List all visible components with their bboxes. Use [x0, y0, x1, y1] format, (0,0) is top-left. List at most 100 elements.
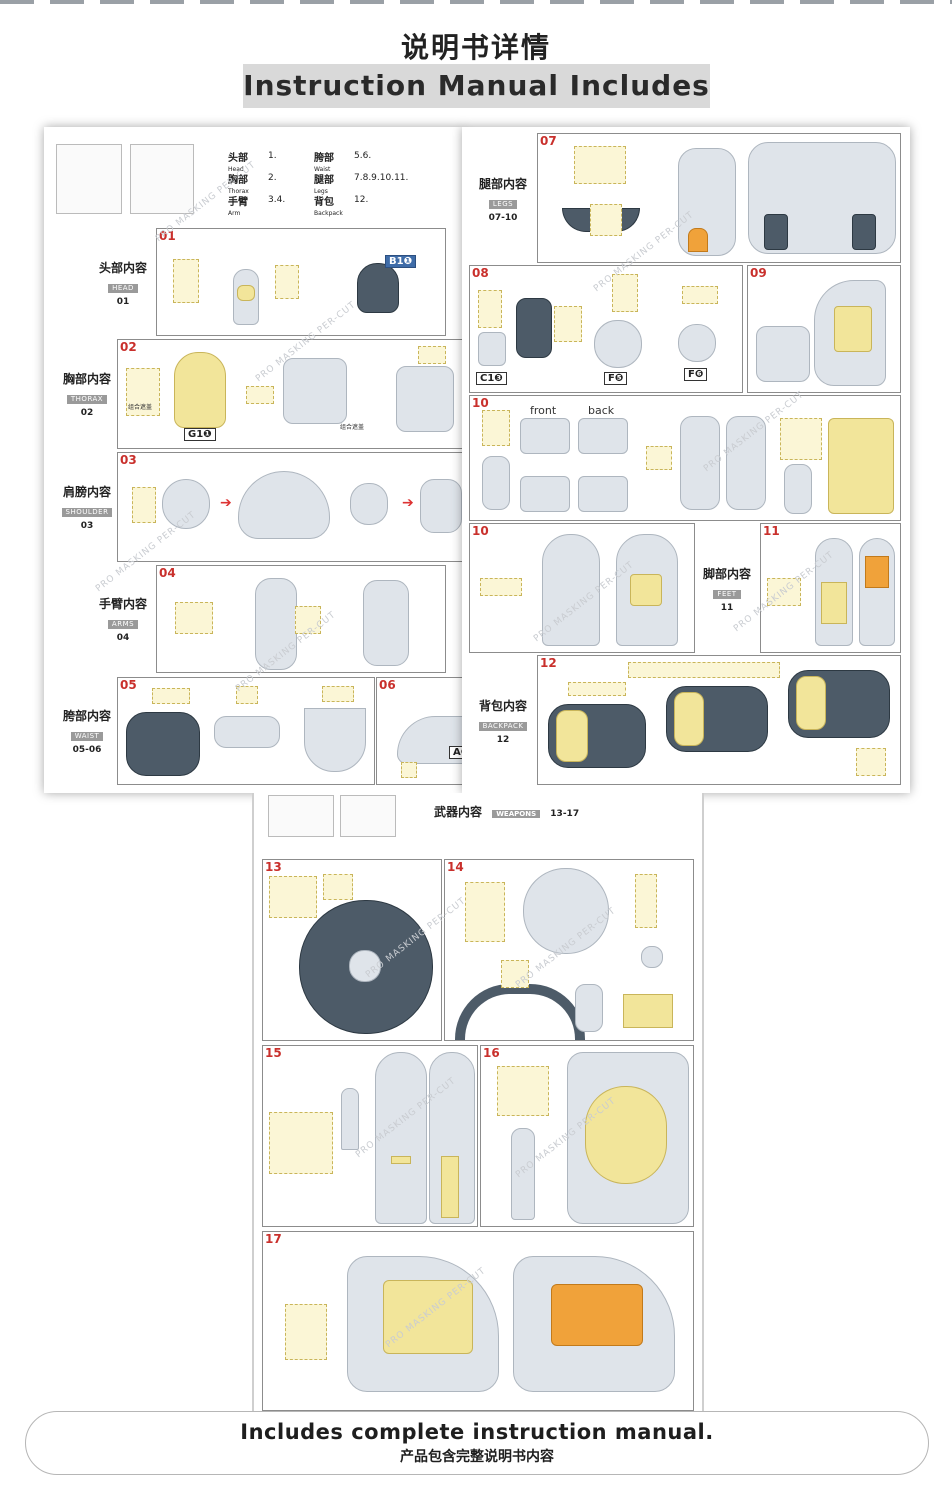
part-chip-f5: F❺	[604, 372, 628, 385]
mask-sheet	[478, 290, 502, 328]
weapon-orange-mask	[551, 1284, 643, 1346]
weapon-part	[523, 868, 609, 954]
leg-part	[756, 326, 810, 382]
leg-part	[578, 476, 628, 512]
step-arrow-icon: ➔	[402, 495, 414, 511]
arm-part	[363, 580, 409, 666]
part-chip-a: A❻	[449, 746, 464, 759]
mask-sheet	[236, 686, 258, 704]
page-title-en: Instruction Manual Includes	[243, 64, 710, 108]
index-arm-en: Arm	[228, 210, 241, 217]
leg-mask	[630, 574, 662, 606]
leg-dark-part	[764, 214, 788, 250]
index-waist-pages: 5.6.	[354, 151, 372, 161]
mask-sheet	[480, 578, 522, 596]
page-title-cn: 说明书详情	[400, 31, 551, 64]
panel-05: 05	[117, 677, 375, 785]
leg-part	[726, 416, 766, 510]
leg-orange-mask	[688, 228, 708, 252]
panel-15: 15	[262, 1045, 478, 1227]
footer-text-en: Includes complete instruction manual.	[240, 1420, 714, 1444]
mask-sheet	[590, 204, 622, 236]
index-arm-cn: 手臂	[228, 197, 248, 208]
backpack-mask	[556, 710, 588, 762]
top-dashed-divider	[0, 0, 952, 4]
panel-03: 03 ➔ ➔	[117, 452, 464, 562]
leg-part	[594, 320, 642, 368]
mask-sheet	[323, 874, 353, 900]
leg-part	[680, 416, 720, 510]
leg-part	[520, 476, 570, 512]
mask-sheet	[246, 386, 274, 404]
mask-sheet	[175, 602, 213, 634]
weapon-part	[641, 946, 663, 968]
mask-sheet	[401, 762, 417, 778]
weapon-wheel-hub	[349, 950, 381, 982]
backpack-mask	[796, 676, 826, 730]
panel-02: 02 组合遮盖 G1❶ 组合遮盖	[117, 339, 464, 449]
mask-sheet	[285, 1304, 327, 1360]
index-head-pages: 1.	[268, 151, 277, 161]
weapons-cn: 武器内容	[434, 805, 483, 819]
mask-sheet	[568, 682, 626, 696]
mask-sheet	[767, 578, 801, 606]
shoulder-part	[238, 471, 330, 539]
panel-10-front-back: 10 front back	[469, 395, 901, 521]
panel-08: 08 C1❸ F❺ F❻	[469, 265, 743, 393]
manual-sheet-weapons: 武器内容 WEAPONS 13-17 13 14 15 16	[252, 793, 704, 1411]
weapon-part	[575, 984, 603, 1032]
index-legs-cn: 腿部	[314, 175, 334, 186]
panel-09: 09	[747, 265, 901, 393]
leg-part	[542, 534, 600, 646]
weapon-mask	[623, 994, 673, 1028]
leg-mask	[828, 418, 894, 514]
index-head-en: Head	[228, 166, 244, 173]
thorax-part	[396, 366, 454, 432]
shoulder-part	[350, 483, 388, 525]
panel-13: 13	[262, 859, 442, 1041]
index-thumb-2	[130, 144, 194, 214]
part-chip-g1: G1❶	[184, 428, 216, 441]
foot-part	[859, 538, 895, 646]
index-backpack-en: Backpack	[314, 210, 343, 217]
thorax-part	[283, 358, 347, 424]
mask-sheet	[269, 876, 317, 918]
index-backpack-cn: 背包	[314, 197, 334, 208]
mask-sheet	[497, 1066, 549, 1116]
part-chip-c1: C1❸	[476, 372, 507, 385]
panel-17: 17	[262, 1231, 694, 1411]
leg-part	[578, 418, 628, 454]
mask-sheet	[465, 882, 505, 942]
index-thumb-1	[56, 144, 122, 214]
mask-sheet	[482, 410, 510, 446]
mask-sheet	[322, 686, 354, 702]
mask-sheet	[554, 306, 582, 342]
front-label: front	[530, 404, 557, 417]
footer-banner: Includes complete instruction manual. 产品…	[25, 1411, 929, 1475]
leg-dark-part	[852, 214, 876, 250]
section-weapons: 武器内容 WEAPONS 13-17	[434, 803, 579, 820]
index-arm-pages: 3.4.	[268, 195, 286, 205]
mask-sheet	[501, 960, 529, 988]
panel-04: 04	[156, 565, 446, 673]
index-thumb-4	[340, 795, 396, 837]
index-legs-en: Legs	[314, 188, 328, 195]
head-mask	[237, 285, 255, 301]
mask-sheet	[132, 487, 156, 523]
index-thorax-en: Thorax	[228, 188, 249, 195]
panel-07: 07	[537, 133, 901, 263]
leg-mask	[834, 306, 872, 352]
waist-part	[214, 716, 280, 748]
backpack-mask	[674, 692, 704, 746]
back-label: back	[588, 404, 615, 417]
panel-16: 16	[480, 1045, 694, 1227]
index-head-cn: 头部	[228, 153, 248, 164]
leg-part	[784, 464, 812, 514]
combo-mask-label: 组合遮盖	[128, 404, 153, 411]
